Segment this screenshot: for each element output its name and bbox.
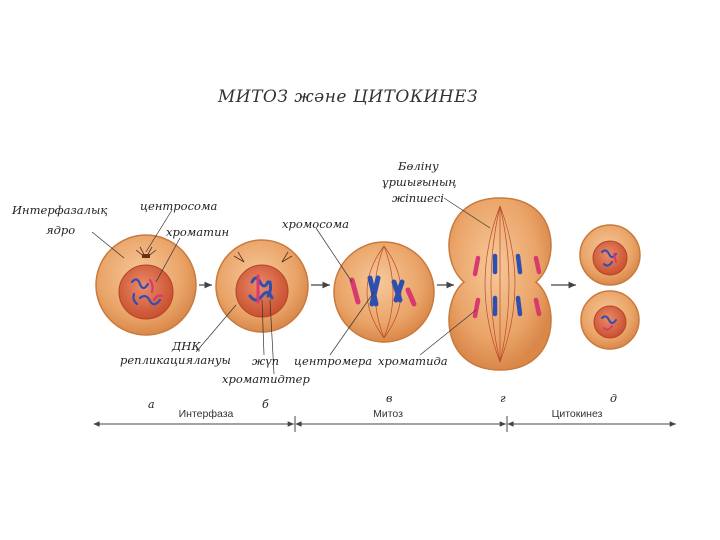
label-chromatids: хроматидтер bbox=[222, 372, 310, 386]
cell-mitosis bbox=[333, 241, 435, 343]
phase-interphase: Интерфаза bbox=[179, 408, 234, 420]
stage-letter-g: г bbox=[500, 392, 506, 405]
stage-letter-v: в bbox=[386, 392, 392, 405]
diagram-title: МИТОЗ және ЦИТОКИНЕЗ bbox=[217, 87, 478, 107]
label-spindle-1: Бөліну bbox=[397, 159, 439, 173]
label-dna-2: репликациялануы bbox=[120, 353, 231, 367]
phase-mitosis: Митоз bbox=[373, 408, 403, 420]
phase-scale bbox=[93, 416, 676, 432]
label-interphase-nucleus-2: ядро bbox=[46, 223, 75, 237]
label-chromosome: хромосома bbox=[282, 217, 349, 231]
cell-replication bbox=[215, 239, 309, 333]
label-dna-1: ДНҚ bbox=[171, 339, 201, 353]
label-interphase-nucleus-1: Интерфазалық bbox=[11, 203, 107, 217]
label-spindle-3: жіпшесі bbox=[392, 191, 444, 205]
label-crossing: жүп bbox=[252, 354, 279, 368]
leader-lines bbox=[91, 197, 491, 375]
phase-cytokinesis: Цитокинез bbox=[552, 408, 603, 420]
label-chromatid: хроматида bbox=[378, 354, 448, 368]
label-spindle-2: ұршығының bbox=[382, 175, 457, 189]
label-chromatin: хроматин bbox=[166, 225, 229, 239]
cell-anaphase bbox=[448, 197, 552, 371]
daughter-cells bbox=[579, 224, 641, 350]
stage-letter-d: д bbox=[610, 392, 617, 405]
stage-letter-b: б bbox=[262, 398, 269, 411]
label-centrosome: центросома bbox=[140, 199, 217, 213]
stage-letter-a: а bbox=[148, 398, 155, 411]
label-centromere: центромера bbox=[294, 354, 372, 368]
cell-interphase bbox=[95, 234, 197, 336]
